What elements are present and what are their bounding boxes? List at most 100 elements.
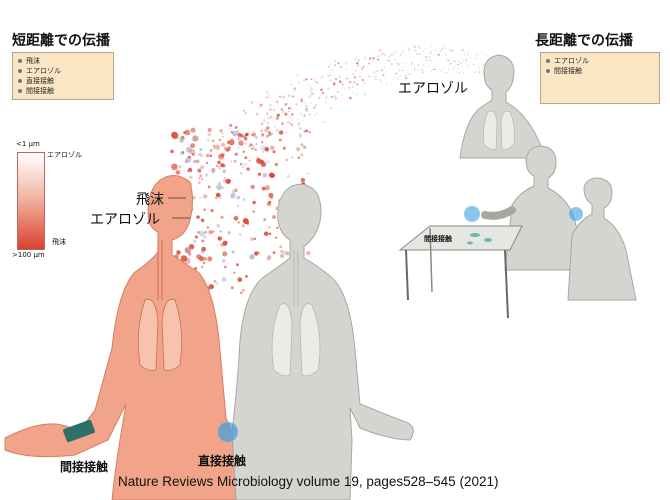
particle-dot bbox=[377, 58, 380, 61]
particle-dot bbox=[389, 59, 392, 62]
particle-dot bbox=[274, 162, 278, 167]
particle-dot bbox=[290, 123, 293, 126]
particle-dot bbox=[400, 51, 403, 54]
particle-dot bbox=[222, 169, 226, 173]
particle-dot bbox=[305, 105, 308, 108]
particle-dot bbox=[469, 49, 471, 52]
particle-dot bbox=[310, 102, 312, 105]
particle-dot bbox=[230, 193, 236, 199]
particle-dot bbox=[305, 107, 308, 110]
particle-dot bbox=[199, 174, 203, 178]
particle-dot bbox=[375, 75, 377, 78]
particle-dot bbox=[327, 75, 330, 78]
particle-dot bbox=[219, 230, 222, 233]
particle-dot bbox=[329, 74, 331, 76]
particle-dot bbox=[208, 230, 213, 235]
particle-dot bbox=[323, 82, 325, 84]
particle-dot bbox=[351, 86, 354, 88]
particle-dot bbox=[401, 62, 403, 64]
particle-dot bbox=[355, 58, 357, 60]
particle-dot bbox=[262, 172, 268, 178]
particle-dot bbox=[254, 109, 257, 112]
particle-dot bbox=[384, 54, 386, 56]
particle-dot bbox=[438, 53, 440, 56]
particle-dot bbox=[345, 77, 348, 80]
particle-dot bbox=[324, 101, 327, 104]
particle-dot bbox=[266, 134, 269, 138]
particle-dot bbox=[308, 95, 311, 98]
particle-dot bbox=[398, 63, 400, 65]
particle-dot bbox=[405, 75, 407, 77]
particle-dot bbox=[255, 136, 259, 140]
particle-dot bbox=[199, 148, 203, 152]
particle-dot bbox=[218, 138, 221, 141]
particle-dot bbox=[209, 154, 213, 157]
particle-dot bbox=[237, 132, 242, 137]
particle-dot bbox=[261, 128, 263, 131]
particle-dot bbox=[234, 152, 238, 156]
particle-dot bbox=[275, 100, 279, 104]
particle-dot bbox=[170, 149, 174, 154]
particle-dot bbox=[218, 181, 221, 185]
particle-dot bbox=[226, 142, 229, 144]
particle-dot bbox=[329, 107, 333, 110]
particle-dot bbox=[285, 158, 289, 162]
particle-dot bbox=[248, 159, 251, 162]
particle-dot bbox=[321, 91, 325, 95]
particle-dot bbox=[221, 132, 224, 135]
particle-dot bbox=[222, 259, 226, 262]
particle-dot bbox=[200, 154, 204, 158]
particle-dot bbox=[425, 58, 428, 61]
particle-dot bbox=[269, 115, 273, 119]
particle-dot bbox=[189, 170, 192, 173]
direct-contact-glow bbox=[218, 422, 238, 442]
particle-dot bbox=[268, 226, 271, 229]
particle-dot bbox=[182, 151, 185, 154]
particle-dot bbox=[279, 245, 282, 249]
particle-dot bbox=[171, 163, 178, 171]
particle-dot bbox=[233, 216, 239, 221]
particle-dot bbox=[275, 116, 279, 120]
particle-dot bbox=[415, 52, 418, 55]
particle-dot bbox=[455, 71, 457, 74]
particle-dot bbox=[457, 68, 459, 70]
particle-dot bbox=[262, 150, 265, 153]
particle-dot bbox=[224, 265, 227, 269]
particle-dot bbox=[290, 83, 293, 86]
bullet-icon bbox=[18, 69, 22, 73]
particle-dot bbox=[269, 108, 272, 111]
particle-dot bbox=[273, 108, 276, 111]
particle-dot bbox=[254, 148, 257, 152]
particle-dot bbox=[217, 236, 222, 241]
particle-dot bbox=[212, 230, 215, 233]
particle-dot bbox=[264, 129, 268, 133]
particle-dot bbox=[363, 82, 366, 85]
particle-dot bbox=[265, 126, 270, 130]
particle-dot bbox=[226, 179, 231, 184]
particle-dot bbox=[224, 147, 227, 149]
particle-dot bbox=[268, 172, 275, 178]
particle-dot bbox=[465, 61, 468, 64]
particle-dot bbox=[327, 65, 330, 68]
particle-dot bbox=[264, 231, 269, 236]
particle-dot bbox=[238, 233, 242, 236]
particle-dot bbox=[261, 186, 266, 191]
particle-dot bbox=[422, 71, 425, 74]
particle-dot bbox=[300, 113, 302, 115]
particle-dot bbox=[382, 52, 385, 55]
particle-dot bbox=[316, 112, 318, 114]
particle-dot bbox=[215, 196, 218, 199]
particle-dot bbox=[398, 69, 401, 72]
particle-dot bbox=[430, 50, 432, 52]
particle-dot bbox=[268, 134, 271, 137]
particle-dot bbox=[237, 221, 240, 224]
particle-dot bbox=[445, 58, 448, 61]
particle-dot bbox=[439, 50, 441, 52]
particle-dot bbox=[303, 145, 307, 149]
particle-dot bbox=[216, 184, 223, 191]
particle-dot bbox=[463, 54, 465, 57]
particle-dot bbox=[176, 250, 181, 255]
particle-dot bbox=[341, 83, 344, 86]
particle-dot bbox=[240, 292, 243, 294]
particle-dot bbox=[255, 156, 260, 161]
